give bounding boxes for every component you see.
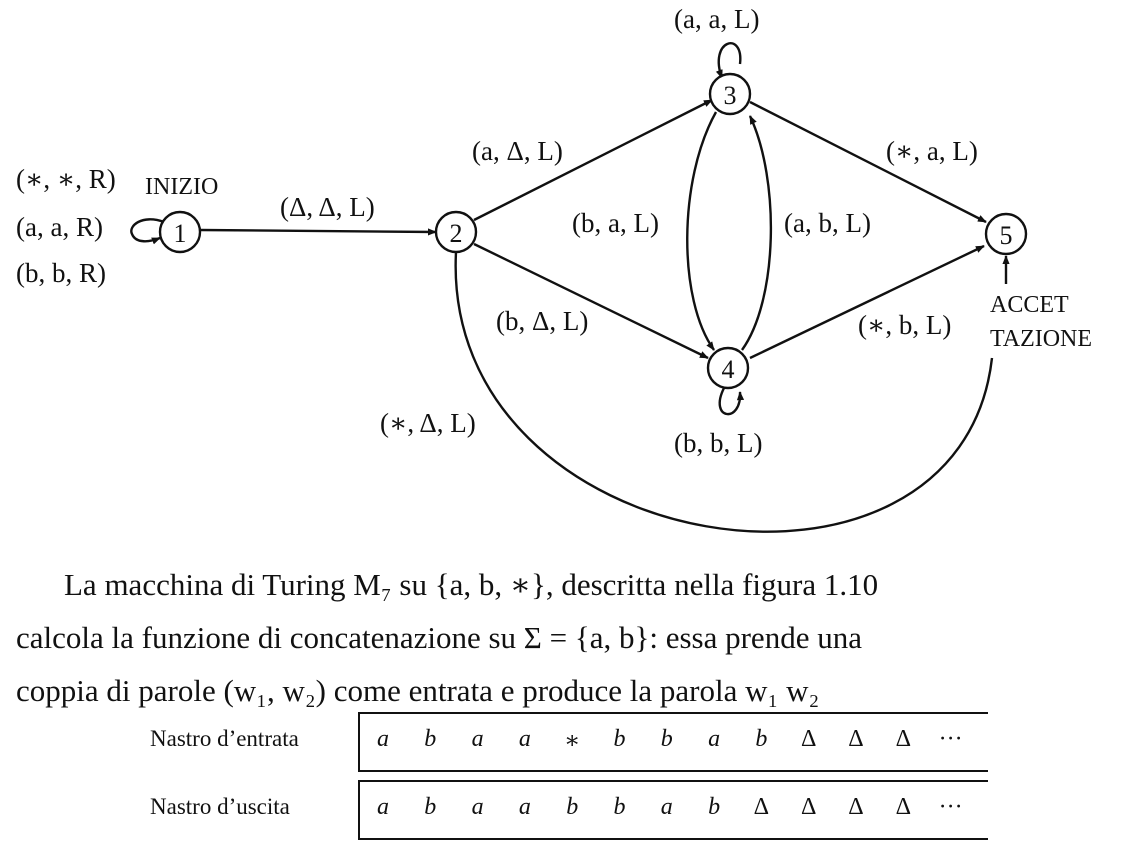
tape-cell: b [755,726,768,752]
tape-cell: a [471,726,484,752]
edges [130,42,1010,533]
edge-1-2 [199,228,437,236]
label-loop1-a: (∗, ∗, R) [16,164,116,194]
output-tape-label: Nastro d’uscita [150,794,290,819]
accept-label-line1: ACCET [990,292,1069,318]
edge-loop-1 [130,218,165,245]
input-tape: a b a a ∗ b b a b Δ Δ Δ ··· [358,712,988,772]
label-e23: (a, Δ, L) [472,136,563,166]
output-tape: a b a a b b a b Δ Δ Δ Δ ··· [358,780,988,840]
start-label: INIZIO [145,174,218,200]
tape-cell: Δ [753,794,770,820]
label-e43: (a, b, L) [784,208,871,238]
tape-cell: b [424,726,437,752]
edge-4-3 [741,115,773,351]
tape-cell: a [518,794,531,820]
tape-cell: Δ [800,726,817,752]
state-2-label: 2 [450,219,463,248]
label-loop1-c: (b, b, R) [16,258,106,288]
edge-loop-3 [715,42,742,79]
output-tape-row: Nastro d’uscita a b a a b b a b Δ Δ Δ Δ ··· [0,780,1130,842]
edge-labels: INIZIO ACCET TAZIONE (∗, ∗, R) (a, a, R)… [16,4,1092,458]
tape-cell: Δ [848,726,864,752]
label-e45: (∗, b, L) [858,310,951,340]
tape-cell: b [613,794,626,820]
description-paragraph: La macchina di Turing M₇ su {a, b, ∗}, d… [16,558,1116,717]
tape-cell: b [424,794,437,820]
paragraph-line-3: coppia di parole (w₁, w₂) come entrata e… [16,673,820,708]
state-1 [158,210,202,254]
edge-4-5 [749,244,985,360]
label-e25: (∗, Δ, L) [380,408,476,438]
tape-cell: ∗ [564,728,581,754]
tape-cell: b [613,726,626,752]
state-3 [708,72,752,116]
paragraph-line-1: La macchina di Turing M₇ su {a, b, ∗}, d… [64,567,879,602]
label-loop1-b: (a, a, R) [16,212,103,242]
paragraph-line-2: calcola la funzione di concatenazione su… [16,620,862,655]
turing-machine-diagram: 1 2 3 4 5 INIZIO ACCET TAZIONE (∗, ∗, R)… [16,4,1092,533]
states: 1 2 3 4 5 [158,72,1028,390]
edge-3-4 [686,111,718,351]
edge-2-3 [473,98,713,222]
tape-cell: b [708,794,721,820]
tape-cell: ··· [938,726,963,752]
tape-cell: ··· [938,794,963,820]
label-e12: (Δ, Δ, L) [280,192,375,222]
tape-cell: a [377,726,389,752]
state-2 [434,210,478,254]
tape-cell: b [660,726,673,752]
tape-cell: a [660,794,673,820]
state-5-label: 5 [1000,221,1013,250]
label-e34: (b, a, L) [572,208,659,238]
state-4-label: 4 [722,355,735,384]
state-3-label: 3 [724,81,737,110]
state-5 [984,212,1028,256]
state-4 [706,346,750,390]
state-1-label: 1 [174,219,187,248]
tape-cell: Δ [895,726,912,752]
input-tape-row: Nastro d’entrata a b a a ∗ b b a b Δ Δ Δ ··· [0,712,1130,774]
edge-3-5 [749,100,987,224]
edge-2-5 [454,251,994,533]
label-loop4: (b, b, L) [674,428,762,458]
edge-2-4 [473,242,709,360]
accept-label-line2: TAZIONE [990,326,1092,352]
tape-cell: Δ [848,794,864,820]
input-tape-label: Nastro d’entrata [150,726,299,751]
tape-cell: b [566,794,579,820]
tape-cell: a [708,726,721,752]
tape-cell: a [518,726,531,752]
edge-loop-4 [718,387,745,416]
tape-cell: Δ [895,794,912,820]
label-e35: (∗, a, L) [886,136,978,166]
tape-cell: a [471,794,484,820]
tape-cell: Δ [800,794,817,820]
tape-cell: a [377,794,389,820]
label-e24: (b, Δ, L) [496,306,588,336]
label-loop3: (a, a, L) [674,4,759,34]
